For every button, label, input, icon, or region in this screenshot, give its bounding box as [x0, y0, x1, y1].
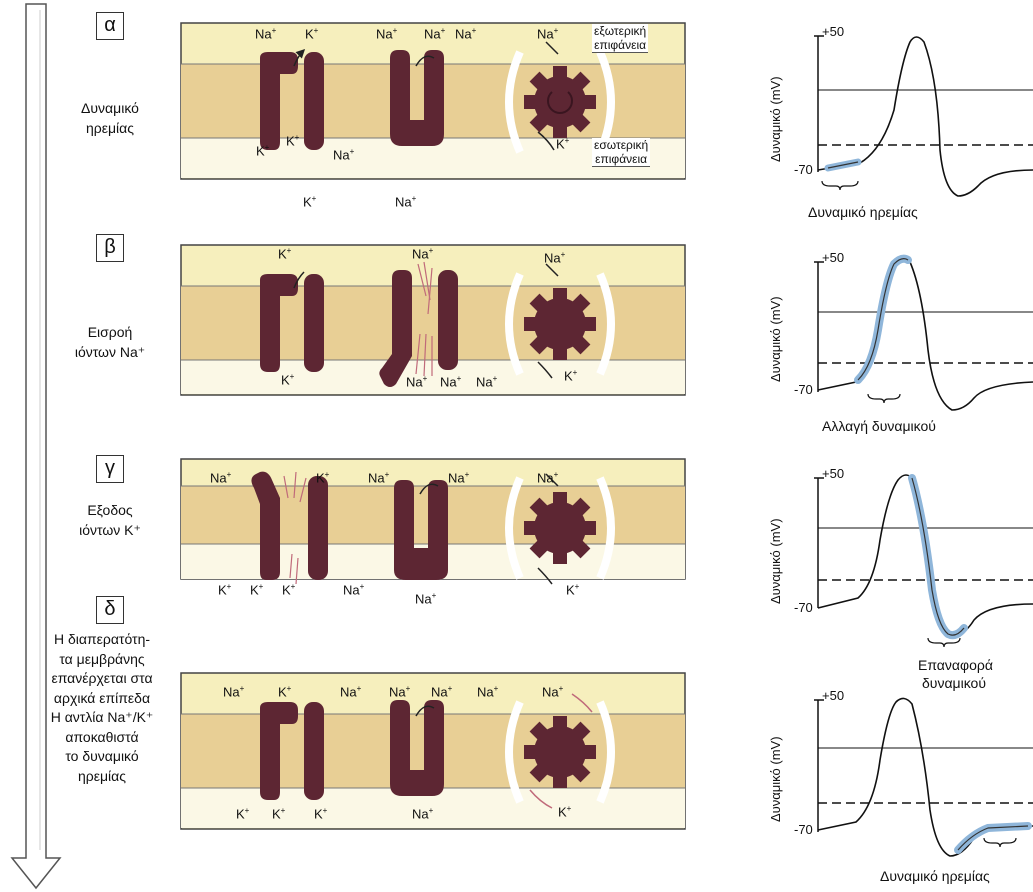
graph3-ylabel: Δυναμικό (mV) [768, 518, 783, 604]
sodium-ion-label: Na+ [424, 26, 446, 42]
graph3-bottom-tick: -70 [794, 600, 813, 615]
graph4-ylabel: Δυναμικό (mV) [768, 736, 783, 822]
potassium-ion-label: K+ [303, 194, 317, 210]
graph2-caption: Αλλαγή δυναμικού [822, 418, 936, 434]
time-arrow [10, 3, 62, 890]
graph4-caption: Δυναμικό ηρεμίας [880, 868, 990, 884]
sodium-ion-label: Na+ [210, 470, 232, 486]
potassium-ion-label: K+ [272, 806, 286, 822]
graph1-bottom-tick: -70 [794, 162, 813, 177]
membrane-panel-beta [180, 244, 686, 396]
stage-delta-label: δ [96, 596, 124, 624]
sodium-ion-label: Na+ [537, 470, 559, 486]
potassium-ion-label: K+ [314, 806, 328, 822]
stage-delta-description: Η διαπερατότη-τα μεμβράνης επανέρχεται σ… [50, 631, 154, 784]
sodium-ion-label: Na+ [448, 470, 470, 486]
sodium-ion-label: Na+ [440, 374, 462, 390]
graph2-top-tick: +50 [822, 250, 845, 265]
sodium-ion-label: Na+ [389, 684, 411, 700]
sodium-ion-label: Na+ [544, 250, 566, 266]
potassium-ion-label: K+ [564, 368, 578, 384]
stage-alpha-label: α [96, 12, 124, 40]
potassium-ion-label: K+ [278, 246, 292, 262]
stage-gamma-label: γ [96, 455, 124, 483]
k-channel-left-protein [260, 52, 298, 150]
potassium-ion-label: K+ [281, 372, 295, 388]
potassium-ion-label: K+ [218, 582, 232, 598]
sodium-ion-label: Na+ [455, 26, 477, 42]
potassium-ion-label: K+ [286, 133, 300, 149]
sodium-ion-label: Na+ [476, 374, 498, 390]
sodium-ion-label: Na+ [395, 194, 417, 210]
potassium-ion-label: K+ [556, 136, 570, 152]
graph-repolarization [814, 474, 1033, 648]
potassium-ion-label: K+ [282, 582, 296, 598]
graph1-caption: Δυναμικό ηρεμίας [808, 204, 918, 220]
sodium-ion-label: Na+ [412, 246, 434, 262]
sodium-ion-label: Na+ [412, 806, 434, 822]
potassium-ion-label: K+ [316, 470, 330, 486]
graph2-ylabel: Δυναμικό (mV) [768, 296, 783, 382]
graph-resting [814, 35, 1033, 197]
membrane-panel-gamma [180, 458, 686, 585]
sodium-ion-label: Na+ [376, 26, 398, 42]
graph-resting-restored [814, 697, 1033, 857]
sodium-ion-label: Na+ [431, 684, 453, 700]
potassium-ion-label: K+ [566, 582, 580, 598]
potassium-ion-label: K+ [278, 684, 292, 700]
sodium-ion-label: Na+ [343, 582, 365, 598]
sodium-ion-label: Na+ [223, 684, 245, 700]
sodium-ion-label: Na+ [415, 591, 437, 607]
k-channel-right-protein [304, 52, 324, 150]
membrane-panel-delta [180, 672, 686, 830]
sodium-ion-label: Na+ [542, 684, 564, 700]
potassium-ion-label: K+ [250, 582, 264, 598]
na-k-pump-protein [524, 66, 596, 138]
sodium-ion-label: Na+ [333, 147, 355, 163]
sodium-ion-label: Na+ [406, 374, 428, 390]
potassium-ion-label: K+ [558, 804, 572, 820]
sodium-ion-label: Na+ [340, 684, 362, 700]
graphs [814, 35, 1033, 857]
sodium-ion-label: Na+ [368, 470, 390, 486]
na-channel-protein [390, 50, 444, 146]
potassium-ion-label: K+ [236, 806, 250, 822]
graph4-bottom-tick: -70 [794, 822, 813, 837]
sodium-ion-label: Na+ [537, 26, 559, 42]
potassium-ion-label: K+ [256, 143, 270, 159]
graph-depolarization [814, 254, 1033, 411]
graph3-caption: Επαναφορά δυναμικού [918, 657, 993, 691]
graph2-bottom-tick: -70 [794, 382, 813, 397]
graph1-ylabel: Δυναμικό (mV) [768, 76, 783, 162]
graph4-top-tick: +50 [822, 688, 845, 703]
sodium-ion-label: Na+ [255, 26, 277, 42]
stage-beta-label: β [96, 234, 124, 262]
sodium-ion-label: Na+ [477, 684, 499, 700]
potassium-ion-label: K+ [305, 26, 319, 42]
graph3-top-tick: +50 [822, 466, 845, 481]
graph1-top-tick: +50 [822, 24, 845, 39]
